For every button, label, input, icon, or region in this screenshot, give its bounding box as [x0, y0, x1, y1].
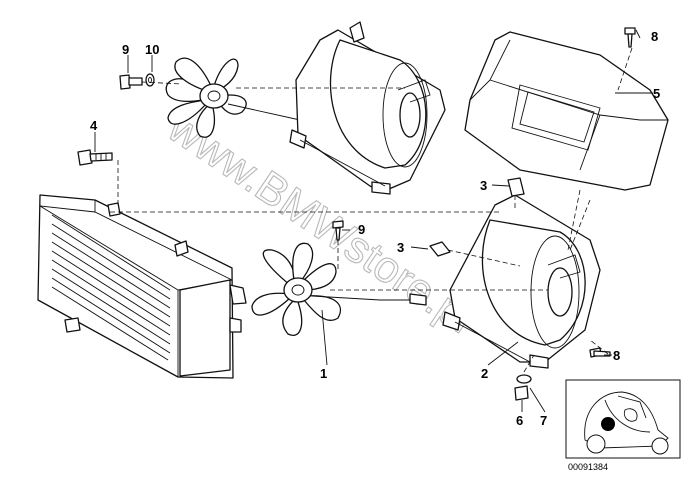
fan-lower [251, 242, 427, 336]
callout-4: 4 [90, 118, 98, 133]
screw-8-upper [624, 27, 636, 48]
callout-9-middle: 9 [358, 222, 365, 237]
leader-lines [94, 29, 653, 413]
cover-5 [464, 31, 669, 191]
callout-1: 1 [320, 366, 327, 381]
screw-8-lower [589, 347, 611, 358]
callout-7: 7 [540, 413, 547, 428]
callout-6: 6 [516, 413, 523, 428]
callout-3-upper: 3 [480, 178, 487, 193]
radiator [37, 194, 247, 379]
nut-6 [514, 385, 529, 401]
vehicle-inset [565, 379, 681, 459]
callout-2: 2 [481, 366, 488, 381]
screw-9-middle [332, 220, 344, 241]
callout-9-upper: 9 [122, 42, 129, 57]
bolt-4 [77, 149, 113, 166]
washer-7 [516, 374, 532, 384]
location-marker [601, 417, 615, 431]
shroud-lower [442, 194, 601, 369]
screw-9-upper [119, 74, 143, 90]
callout-8-upper: 8 [651, 29, 658, 44]
alignment-lines [110, 47, 633, 373]
callout-3-lower: 3 [397, 240, 404, 255]
clip-3-lower [429, 241, 451, 257]
nut-10 [145, 73, 155, 87]
callout-5: 5 [653, 86, 660, 101]
shroud-upper [289, 21, 446, 195]
callout-8-lower: 8 [613, 348, 620, 363]
callout-10: 10 [145, 42, 159, 57]
clip-3-upper [507, 177, 525, 197]
diagram-code: 00091384 [568, 462, 608, 472]
